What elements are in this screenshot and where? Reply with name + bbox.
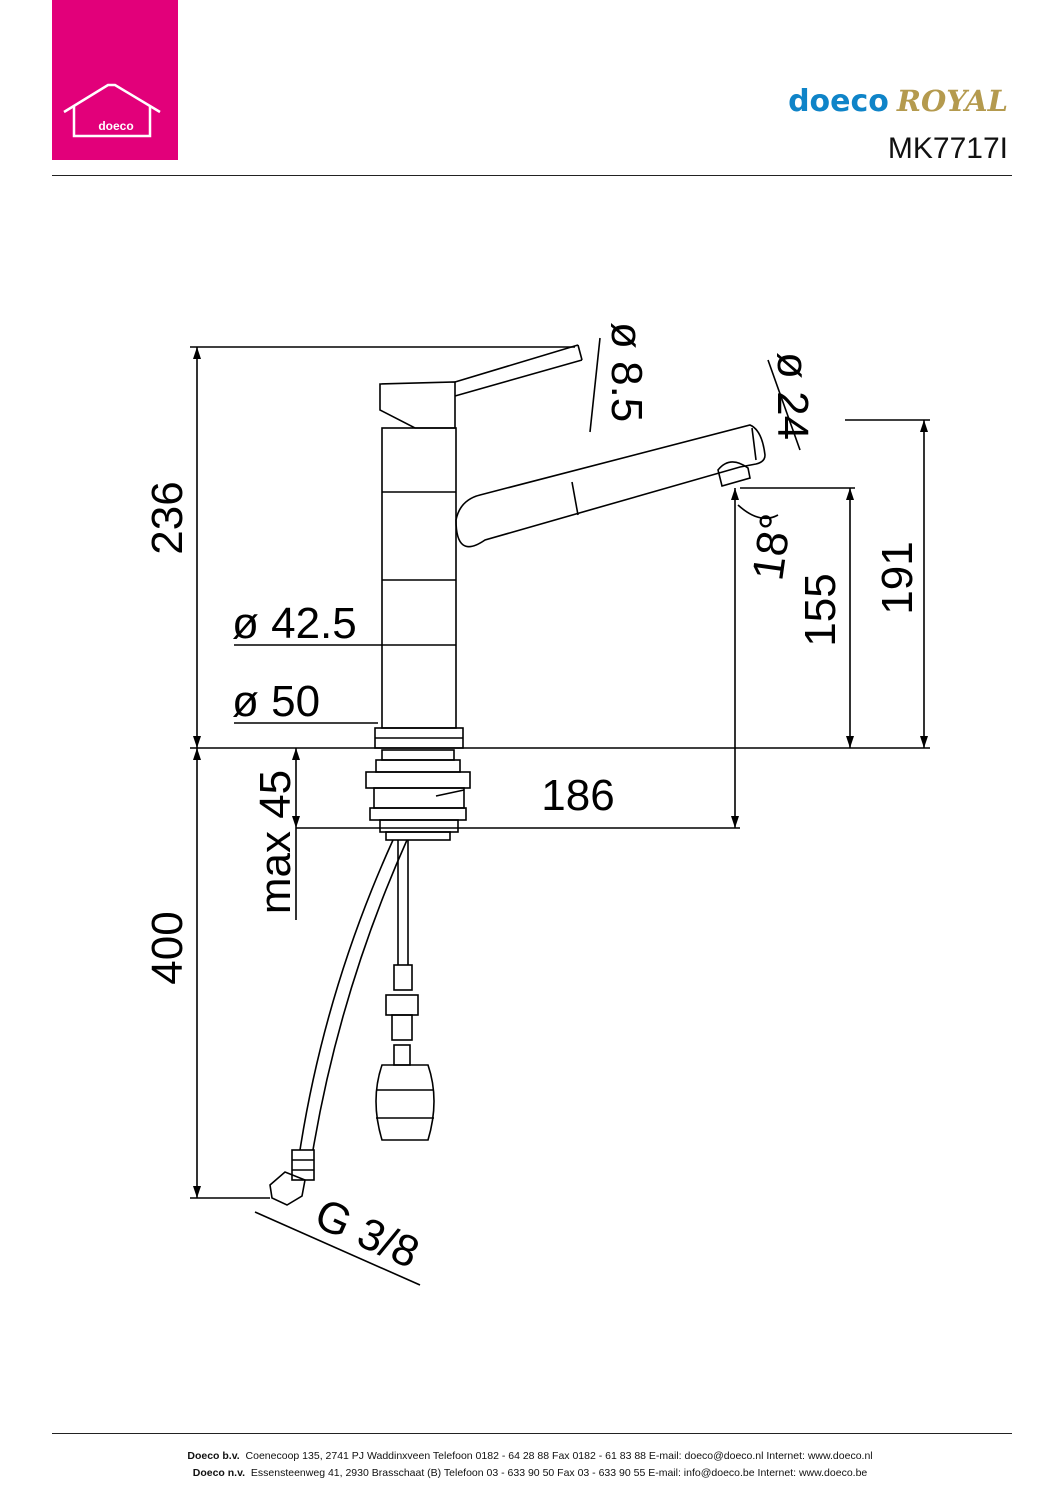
footer-details-nl: Coenecoop 135, 2741 PJ Waddinxveen Telef… <box>245 1450 873 1462</box>
footer-details-be: Essensteenweg 41, 2930 Brasschaat (B) Te… <box>250 1467 868 1479</box>
house-icon <box>63 83 161 138</box>
doeco-logo: doeco <box>52 0 178 160</box>
label-spout-angle: 18° <box>743 511 801 584</box>
label-diameter-body: ø 42.5 <box>232 599 357 648</box>
label-height-total: 236 <box>143 481 192 554</box>
brand-line: ROYAL <box>896 84 1008 118</box>
label-outlet-height: 191 <box>873 541 922 614</box>
label-mount-thickness: max 45 <box>251 770 300 914</box>
footer-company-be: Doeco n.v. <box>192 1467 246 1479</box>
header-divider <box>52 175 1012 176</box>
label-diameter-spout: ø 24 <box>768 352 817 440</box>
footer-address-be: Doeco n.v. Essensteenweg 41, 2930 Brassc… <box>0 1467 1060 1479</box>
label-diameter-base: ø 50 <box>232 677 320 726</box>
footer-address-nl: Doeco b.v. Coenecoop 135, 2741 PJ Waddin… <box>0 1450 1060 1462</box>
label-reach: 186 <box>541 771 614 820</box>
footer-divider <box>52 1433 1012 1434</box>
label-hose-length: 400 <box>143 911 192 984</box>
label-connection: G 3/8 <box>308 1189 426 1278</box>
label-diameter-handle: ø 8.5 <box>602 322 651 422</box>
label-spout-height: 155 <box>796 573 845 646</box>
footer-company-nl: Doeco b.v. <box>187 1450 240 1462</box>
brand-name: doeco <box>788 84 889 119</box>
logo-text: doeco <box>98 119 134 133</box>
model-number: MK7717I <box>887 132 1008 165</box>
